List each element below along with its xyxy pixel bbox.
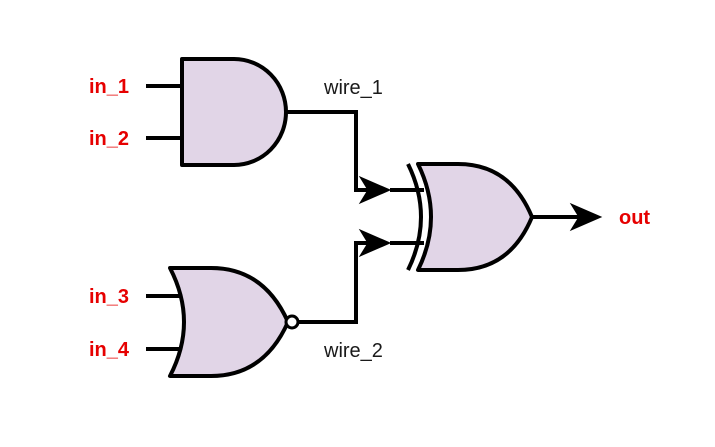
output-arrow-head — [569, 202, 603, 232]
input-label-in-2: in_2 — [89, 128, 129, 150]
wire-1-line[interactable] — [286, 110, 368, 192]
output-label: out — [619, 207, 650, 229]
input-label-in-4: in_4 — [89, 339, 130, 361]
input-label-in-1: in_1 — [89, 76, 129, 98]
xor-back-curve — [406, 163, 423, 271]
wire-2-arrow-head — [358, 228, 392, 258]
wire-1-label: wire_1 — [323, 77, 383, 99]
nor-inversion-bubble — [284, 314, 300, 330]
and-gate[interactable] — [180, 57, 288, 167]
xor-gate[interactable] — [416, 162, 534, 272]
wire-2-line[interactable] — [298, 241, 368, 324]
nor-gate[interactable] — [168, 266, 290, 378]
input-label-in-3: in_3 — [89, 286, 129, 308]
wire-1-arrow-head — [358, 175, 392, 205]
wire-2-label: wire_2 — [323, 340, 383, 362]
